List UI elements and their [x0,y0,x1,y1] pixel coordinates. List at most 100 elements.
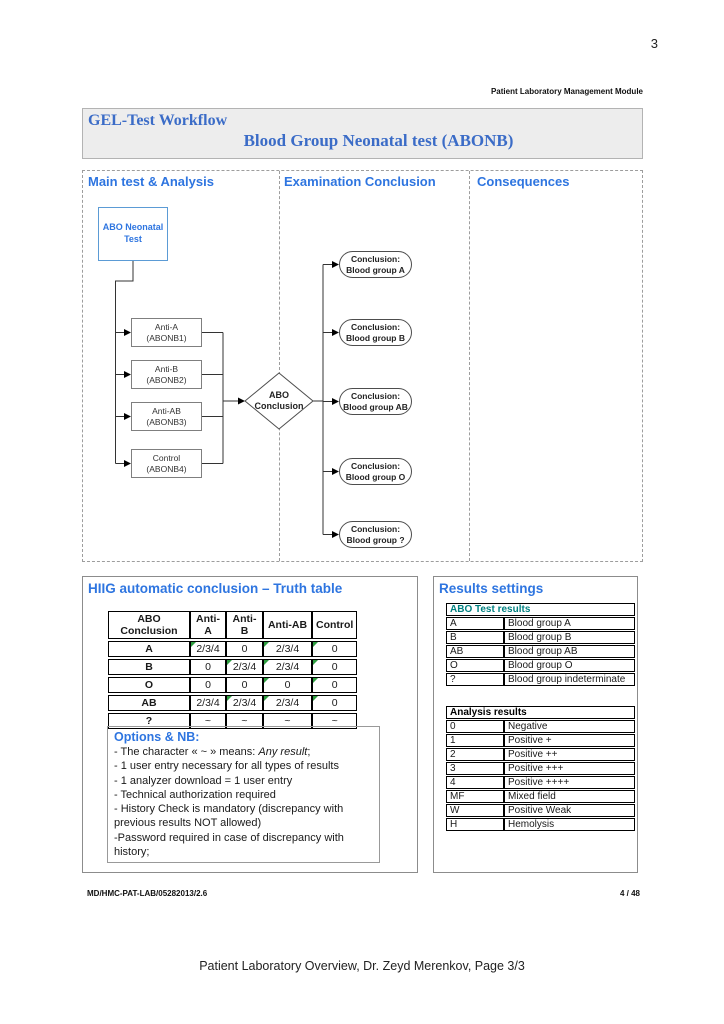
test-node-anti-b: Anti-B (ABONB2) [131,360,202,389]
test-node-code: (ABONB4) [146,463,187,474]
page-indicator: 4 / 48 [619,889,640,898]
row-label: AB [108,695,190,711]
cell: 0 [263,677,312,693]
result-code: ? [446,673,504,686]
result-code: H [446,818,504,831]
cell-corner-mark [264,642,269,647]
document-reference: MD/HMC-PAT-LAB/05282013/2.6 [87,889,208,898]
options-heading: Options & NB: [114,730,200,744]
result-code: A [446,617,504,630]
result-description: Blood group B [504,631,635,644]
conclusion-node-blood-group-a: Conclusion: Blood group A [339,251,412,278]
result-description: Blood group A [504,617,635,630]
result-description: Positive ++ [504,748,635,761]
cell: 2/3/4 [226,695,263,711]
abo-table-header: ABO Test results [446,603,635,616]
options-note-box: Options & NB: - The character « ~ » mean… [107,726,380,863]
test-node-label: Control [152,452,181,463]
title-box: GEL-Test Workflow Blood Group Neonatal t… [82,108,643,159]
truth-table: ABO Conclusion Anti-A Anti-B Anti-AB Con… [108,609,358,731]
truth-header-abo-conclusion: ABO Conclusion [108,611,190,639]
result-code: MF [446,790,504,803]
options-line: - 1 user entry necessary for all types o… [114,760,339,773]
conclusion-value: Blood group B [345,332,405,343]
row-label: ? [108,713,190,729]
truth-header-anti-a: Anti-A [190,611,226,639]
conclusion-value: Blood group A [346,264,405,275]
workflow-diagram: Main test & Analysis Examination Conclus… [82,170,643,562]
table-header-row: Analysis results [446,706,635,719]
cell: 2/3/4 [263,659,312,675]
result-description: Positive +++ [504,762,635,775]
conclusion-label: Conclusion: [350,253,401,264]
cell: ~ [226,713,263,729]
results-settings-heading: Results settings [439,581,544,596]
cell: 0 [226,641,263,657]
row-label: A [108,641,190,657]
test-node-code: (ABONB2) [146,374,187,385]
result-description: Negative [504,720,635,733]
cell: 0 [312,659,358,675]
page-number: 3 [650,36,658,51]
decision-label-line2: Conclusion [254,401,304,411]
table-row: ?Blood group indeterminate [446,673,635,686]
test-node-label: Anti-AB [152,405,181,416]
result-code: 1 [446,734,504,747]
decision-node-abo-conclusion: ABO Conclusion [246,387,312,415]
row-label: B [108,659,190,675]
cell-corner-mark [313,660,318,665]
cell-corner-mark [227,660,232,665]
column-divider [469,171,470,561]
result-code: O [446,659,504,672]
cell: 0 [190,677,226,693]
cell: 2/3/4 [263,695,312,711]
cell: 0 [312,677,358,693]
column-divider [279,171,280,561]
options-line: - The character « ~ » means: Any result; [114,746,311,758]
cell: ~ [190,713,226,729]
result-code: W [446,804,504,817]
cell-corner-mark [313,642,318,647]
decision-label-line1: ABO [269,389,289,400]
cell-corner-mark [313,696,318,701]
conclusion-label: Conclusion: [350,460,401,471]
test-node-label: Anti-A [154,321,179,332]
result-description: Positive + [504,734,635,747]
result-code: 3 [446,762,504,775]
conclusion-node-blood-group-ab: Conclusion: Blood group AB [339,388,412,415]
test-node-code: (ABONB1) [146,332,187,343]
conclusion-node-blood-group-b: Conclusion: Blood group B [339,319,412,346]
column-header-consequences: Consequences [477,174,570,189]
column-header-examination-conclusion: Examination Conclusion [284,174,436,189]
cell-corner-mark [264,696,269,701]
conclusion-node-blood-group-o: Conclusion: Blood group O [339,458,412,485]
table-row: O 0 0 0 0 [108,677,358,693]
column-header-main-test: Main test & Analysis [88,174,214,189]
result-code: AB [446,645,504,658]
cell-corner-mark [227,696,232,701]
test-node-control: Control (ABONB4) [131,449,202,478]
test-node-anti-a: Anti-A (ABONB1) [131,318,202,347]
result-description: Blood group AB [504,645,635,658]
result-description: Hemolysis [504,818,635,831]
start-node-abo-neonatal-test: ABO Neonatal Test [98,207,168,261]
test-node-anti-ab: Anti-AB (ABONB3) [131,402,202,431]
result-description: Mixed field [504,790,635,803]
conclusion-label: Conclusion: [350,321,401,332]
document-subtitle: Blood Group Neonatal test (ABONB) [243,131,514,150]
conclusion-value: Blood group ? [346,534,405,545]
analysis-table-header: Analysis results [446,706,635,719]
result-code: B [446,631,504,644]
table-row: AB 2/3/4 2/3/4 2/3/4 0 [108,695,358,711]
result-code: 4 [446,776,504,789]
result-code: 0 [446,720,504,733]
